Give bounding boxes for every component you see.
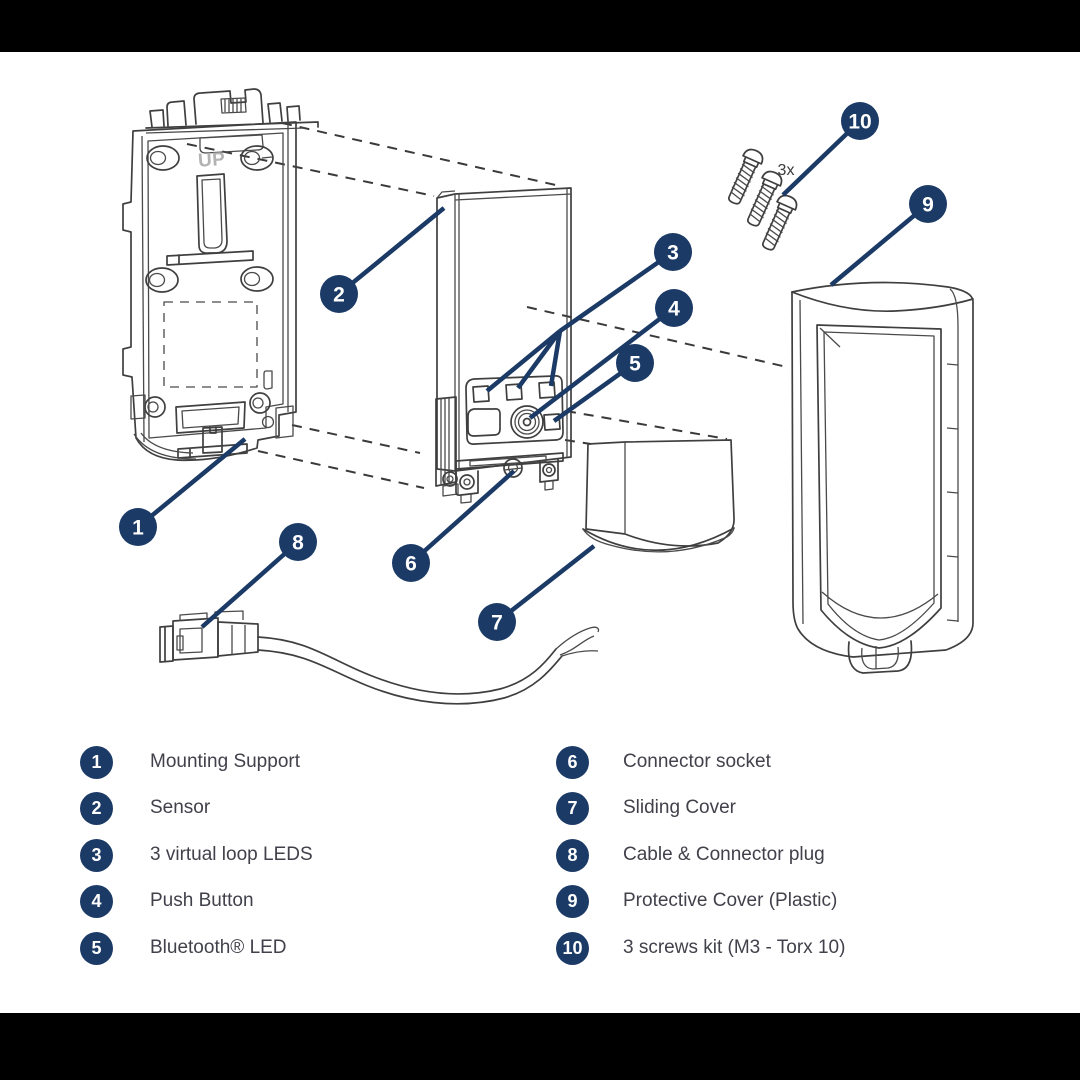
sliding-cover-drawing bbox=[582, 439, 735, 553]
legend-number-badge: 8 bbox=[556, 838, 589, 872]
svg-text:10: 10 bbox=[848, 111, 871, 134]
legend-number: 6 bbox=[567, 752, 578, 772]
svg-text:4: 4 bbox=[668, 298, 680, 321]
callout-7: 7 bbox=[478, 603, 516, 641]
legend-label: Sliding Cover bbox=[623, 797, 736, 818]
legend-item-3: 3 3 virtual loop LEDS bbox=[80, 838, 313, 872]
legend-number-badge: 7 bbox=[556, 791, 589, 825]
legend-label: Connector socket bbox=[623, 751, 771, 772]
legend-number: 7 bbox=[567, 798, 578, 818]
mounting-support-drawing: UP bbox=[122, 88, 319, 462]
legend-number-badge: 4 bbox=[80, 884, 113, 918]
legend-number: 2 bbox=[91, 798, 102, 818]
legend-label: Protective Cover (Plastic) bbox=[623, 890, 838, 911]
callout-6: 6 bbox=[392, 544, 430, 582]
callout-1: 1 bbox=[119, 508, 157, 546]
legend-number-badge: 2 bbox=[80, 791, 113, 825]
legend-number: 4 bbox=[91, 891, 102, 911]
callout-5: 5 bbox=[616, 344, 654, 382]
callout-9: 9 bbox=[909, 185, 947, 223]
legend-label: Push Button bbox=[150, 890, 254, 911]
letterbox-top bbox=[0, 0, 1080, 52]
legend-label: Cable & Connector plug bbox=[623, 844, 825, 865]
cable-connector-drawing bbox=[159, 610, 600, 705]
legend-number: 5 bbox=[91, 938, 102, 958]
legend-number: 3 bbox=[91, 845, 102, 865]
legend-number: 8 bbox=[567, 845, 578, 865]
legend-label: Bluetooth® LED bbox=[150, 937, 287, 958]
legend-item-6: 6 Connector socket bbox=[556, 745, 771, 779]
callout-4: 4 bbox=[655, 289, 693, 327]
svg-text:1: 1 bbox=[132, 517, 144, 540]
callout-10: 10 bbox=[841, 102, 879, 140]
legend-number: 10 bbox=[562, 938, 583, 958]
legend-label: 3 screws kit (M3 - Torx 10) bbox=[623, 937, 846, 958]
legend-item-9: 9 Protective Cover (Plastic) bbox=[556, 884, 837, 918]
callout-2: 2 bbox=[320, 275, 358, 313]
legend-number-badge: 9 bbox=[556, 884, 589, 918]
legend-item-5: 5 Bluetooth® LED bbox=[80, 931, 287, 965]
letterbox-bottom bbox=[0, 1013, 1080, 1080]
legend-item-10: 10 3 screws kit (M3 - Torx 10) bbox=[556, 931, 845, 965]
legend-number-badge: 10 bbox=[556, 931, 589, 965]
svg-text:9: 9 bbox=[922, 194, 934, 217]
legend-item-1: 1 Mounting Support bbox=[80, 745, 300, 779]
callout-3: 3 bbox=[654, 233, 692, 271]
legend-label: 3 virtual loop LEDS bbox=[150, 844, 313, 865]
protective-cover-drawing bbox=[791, 281, 974, 674]
legend-number-badge: 3 bbox=[80, 838, 113, 872]
screw-quantity-label: 3x bbox=[778, 162, 795, 179]
legend-item-4: 4 Push Button bbox=[80, 884, 254, 918]
legend-label: Mounting Support bbox=[150, 751, 300, 772]
svg-text:6: 6 bbox=[405, 553, 417, 576]
projection-dashed-lines bbox=[186, 122, 788, 489]
screws-drawing: 3x bbox=[727, 148, 798, 251]
legend-number-badge: 6 bbox=[556, 745, 589, 779]
legend-item-7: 7 Sliding Cover bbox=[556, 791, 736, 825]
legend-number: 1 bbox=[91, 752, 102, 772]
svg-text:2: 2 bbox=[333, 284, 345, 307]
svg-text:3: 3 bbox=[667, 242, 679, 265]
legend-label: Sensor bbox=[150, 797, 211, 818]
legend-item-8: 8 Cable & Connector plug bbox=[556, 838, 825, 872]
legend-number-badge: 1 bbox=[80, 745, 113, 779]
legend-number: 9 bbox=[567, 891, 578, 911]
sensor-drawing bbox=[435, 187, 572, 504]
up-marking-text: UP bbox=[197, 149, 226, 172]
callout-8: 8 bbox=[279, 523, 317, 561]
svg-text:8: 8 bbox=[292, 532, 304, 555]
svg-text:5: 5 bbox=[629, 353, 641, 376]
legend-item-2: 2 Sensor bbox=[80, 791, 210, 825]
legend-number-badge: 5 bbox=[80, 931, 113, 965]
svg-text:7: 7 bbox=[491, 612, 503, 635]
